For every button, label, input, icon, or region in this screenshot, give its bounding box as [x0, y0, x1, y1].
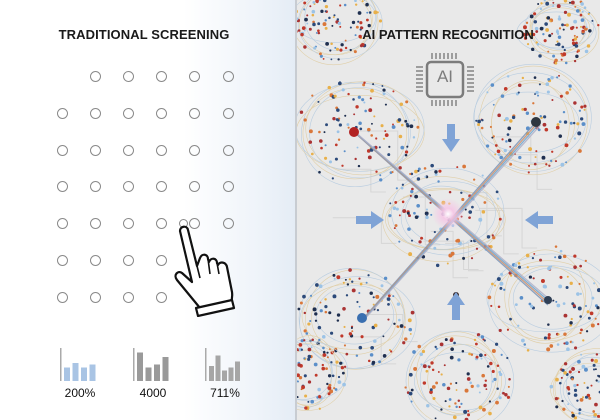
grid-dot [222, 70, 234, 82]
grid-dot [222, 217, 234, 229]
grid-dot [56, 144, 68, 156]
grid-dot [56, 107, 68, 119]
stat-200-percent: 200% [60, 348, 120, 404]
grid-dot [222, 144, 234, 156]
grid-dot [155, 254, 167, 266]
stat-711-percent: 711% [205, 348, 265, 404]
grid-dot [89, 291, 101, 303]
stat-value: 711% [210, 386, 240, 400]
grid-dot [155, 291, 167, 303]
grid-dot [155, 144, 167, 156]
grid-dot [89, 180, 101, 192]
grid-dot [56, 217, 68, 229]
ai-pattern-recognition-title: AI PATTERN RECOGNITION [362, 27, 534, 42]
grid-dot [155, 107, 167, 119]
ai-chip-label: AI [436, 67, 454, 86]
grid-dot [188, 180, 200, 192]
arrow-down-icon [442, 124, 460, 152]
mini-bar-chart-icon [133, 348, 169, 381]
grid-dot [122, 217, 134, 229]
grid-dot [188, 144, 200, 156]
grid-dot [56, 180, 68, 192]
grid-dot [122, 254, 134, 266]
grid-dot [155, 180, 167, 192]
panel-divider [295, 0, 297, 420]
grid-dot [89, 70, 101, 82]
grid-dot [122, 107, 134, 119]
grid-dot [155, 70, 167, 82]
grid-dot [89, 254, 101, 266]
arrow-right-icon [356, 211, 384, 229]
grid-dot [89, 144, 101, 156]
grid-dot [122, 70, 134, 82]
grid-dot [188, 70, 200, 82]
stat-value: 4000 [139, 386, 167, 400]
network-cluster-graphic [296, 0, 600, 420]
arrow-up-icon [447, 292, 465, 320]
grid-dot [222, 180, 234, 192]
mini-bar-chart-icon [205, 348, 240, 381]
grid-dot [89, 107, 101, 119]
grid-dot [222, 107, 234, 119]
grid-dot [155, 217, 167, 229]
stat-4000: 4000 [133, 348, 193, 404]
traditional-screening-panel [0, 0, 296, 420]
mini-bar-chart-icon [60, 348, 96, 381]
hand-pointer-icon [174, 225, 236, 317]
grid-dot [56, 291, 68, 303]
grid-dot [122, 180, 134, 192]
ai-chip-icon: AI [412, 52, 478, 107]
stat-value: 200% [64, 386, 96, 400]
grid-dot [56, 254, 68, 266]
grid-dot [188, 107, 200, 119]
grid-dot [188, 217, 200, 229]
arrow-left-icon [525, 211, 553, 229]
grid-dot [89, 217, 101, 229]
grid-dot [122, 291, 134, 303]
grid-dot [122, 144, 134, 156]
traditional-screening-title: TRADITIONAL SCREENING [58, 27, 230, 42]
